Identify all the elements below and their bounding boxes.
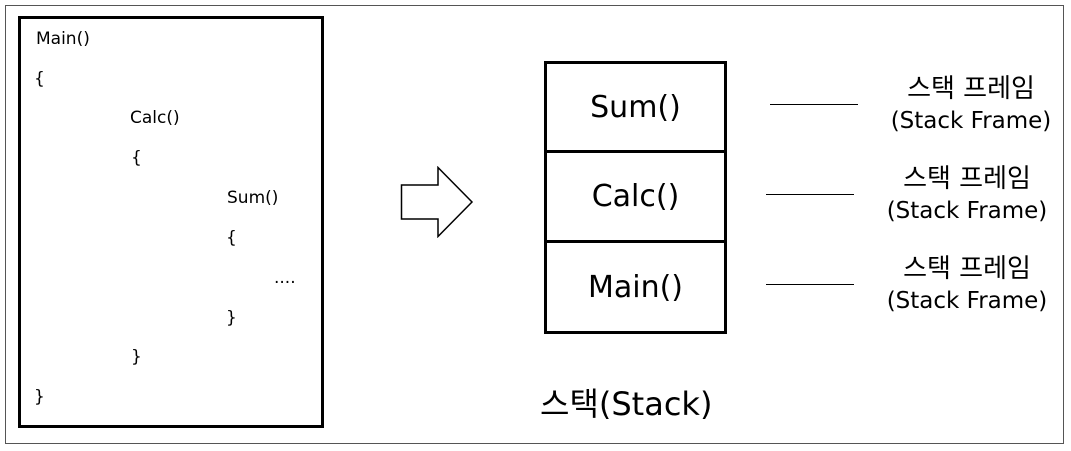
- code-line-ellipsis: ....: [274, 268, 296, 288]
- connector-line: [770, 104, 858, 105]
- stack-frame-label-ko: 스택 프레임: [907, 74, 1035, 104]
- connector-line: [766, 194, 854, 195]
- stack-frame-main: Main(): [587, 269, 684, 305]
- code-line-close-brace: }: [131, 347, 142, 367]
- code-line-open-brace: {: [226, 228, 237, 248]
- stack-caption: 스택(Stack): [540, 385, 713, 423]
- code-line-open-brace: {: [34, 69, 45, 89]
- stack-frame-label-en: (Stack Frame): [890, 108, 1052, 134]
- code-line-sum: Sum(): [227, 188, 279, 208]
- code-line-calc: Calc(): [130, 108, 180, 128]
- code-line-open-brace: {: [131, 148, 142, 168]
- stack-frame-label-en: (Stack Frame): [886, 288, 1048, 314]
- diagram-frame: [5, 5, 1064, 444]
- call-stack: Sum() Calc() Main(): [544, 61, 727, 334]
- code-line-main: Main(): [36, 29, 90, 49]
- stack-frame-label-en: (Stack Frame): [886, 198, 1048, 224]
- stack-frame-label: 스택 프레임 (Stack Frame): [872, 163, 1062, 227]
- stack-frame-sum: Sum(): [547, 64, 724, 153]
- stack-frame-label: 스택 프레임 (Stack Frame): [876, 73, 1066, 137]
- code-line-close-brace: }: [34, 387, 45, 407]
- stack-frame-calc: Calc(): [547, 153, 724, 243]
- stack-frame-label: 스택 프레임 (Stack Frame): [872, 253, 1062, 317]
- code-line-close-brace: }: [226, 308, 237, 328]
- code-listing-box: [18, 16, 324, 428]
- stack-frame-label-ko: 스택 프레임: [903, 254, 1031, 284]
- connector-line: [766, 284, 854, 285]
- stack-frame-label-ko: 스택 프레임: [903, 164, 1031, 194]
- right-arrow-icon: [400, 166, 474, 238]
